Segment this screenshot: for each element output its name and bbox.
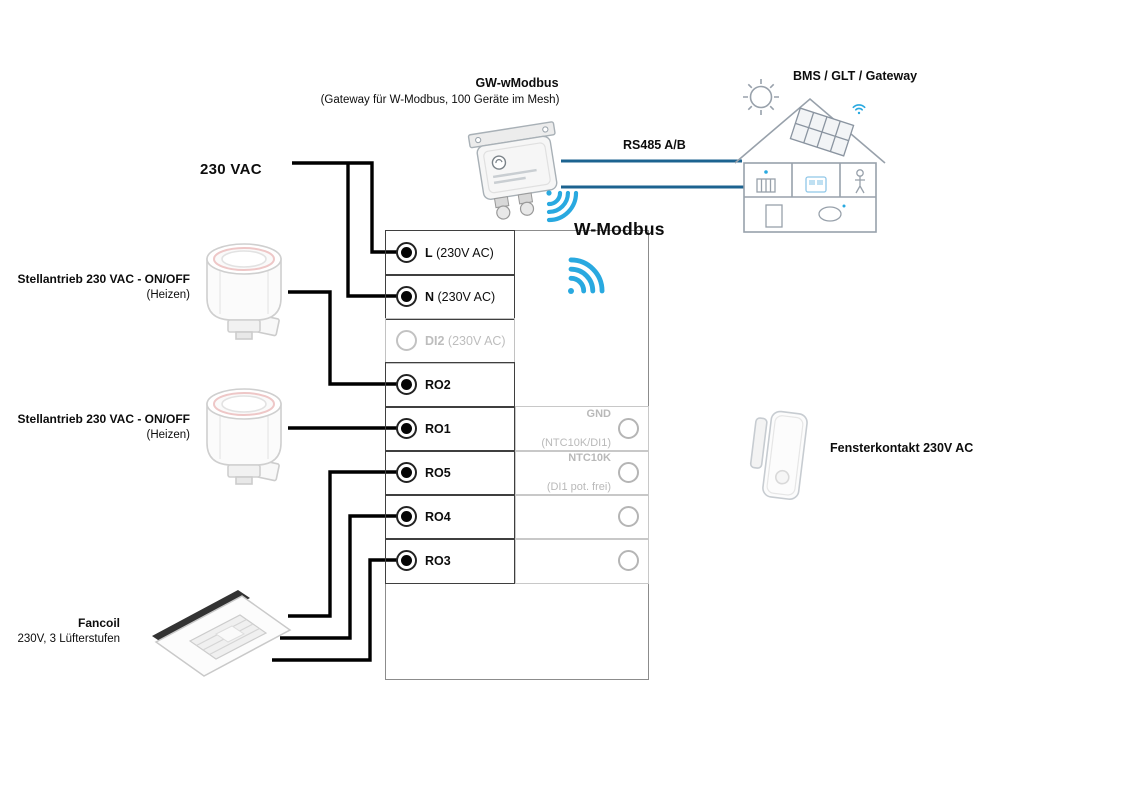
terminal-row-RO3: RO3 bbox=[385, 538, 515, 584]
label-bms-glt-gateway: BMS / GLT / Gateway bbox=[793, 69, 918, 83]
room-furniture-icon bbox=[765, 204, 846, 228]
label-rs485: RS485 A/B bbox=[623, 138, 686, 152]
terminal-connector-RO2 bbox=[396, 374, 417, 396]
wire-fancoil-RO4 bbox=[280, 514, 397, 640]
sun-icon bbox=[743, 79, 779, 115]
label-fancoil-line2: 230V, 3 Lüfterstufen bbox=[17, 633, 120, 645]
bms-building-illustration bbox=[734, 79, 886, 233]
terminal-label-NTC10K: NTC10K (DI1 pot. frei) bbox=[546, 452, 611, 493]
wire-fancoil-RO3 bbox=[272, 558, 397, 662]
wifi-icon-roof bbox=[852, 104, 866, 115]
terminal-connector-GND bbox=[618, 418, 639, 440]
terminal-label-N: N (230V AC) bbox=[425, 289, 496, 304]
terminal-connector-RO4 bbox=[396, 506, 417, 528]
label-fensterkontakt: Fensterkontakt 230V AC bbox=[830, 441, 974, 455]
terminal-cell-GND: GND (NTC10K/DI1) bbox=[515, 406, 649, 452]
label-actuator2: Stellantrieb 230 VAC - ON/OFF (Heizen) bbox=[10, 412, 190, 442]
terminal-row-DI2: DI2 (230V AC) bbox=[385, 318, 515, 364]
terminal-row-RO4: RO4 bbox=[385, 494, 515, 540]
radiator-icon bbox=[756, 170, 776, 193]
gateway-device-illustration bbox=[467, 121, 558, 220]
wire-fancoil-RO5 bbox=[288, 470, 397, 618]
label-actuator1-line2: (Heizen) bbox=[146, 289, 190, 301]
terminal-connector-NTC10K bbox=[618, 462, 639, 484]
terminal-row-RO5: RO5 bbox=[385, 450, 515, 496]
label-actuator1: Stellantrieb 230 VAC - ON/OFF (Heizen) bbox=[10, 272, 190, 302]
terminal-label-RO4: RO4 bbox=[425, 509, 451, 524]
wire-actuator1-RO2 bbox=[288, 290, 397, 386]
terminal-label-RO3: RO3 bbox=[425, 553, 451, 568]
wires bbox=[272, 161, 397, 662]
terminal-label-RO2: RO2 bbox=[425, 377, 451, 392]
person-icon bbox=[855, 169, 865, 194]
rs485-bus-lines bbox=[561, 159, 744, 189]
terminal-connector-RO5 bbox=[396, 462, 417, 484]
label-actuator2-line1: Stellantrieb 230 VAC - ON/OFF bbox=[17, 412, 190, 426]
label-fancoil: Fancoil 230V, 3 Lüfterstufen bbox=[0, 616, 120, 646]
terminal-label-DI2: DI2 (230V AC) bbox=[425, 333, 506, 348]
terminal-connector-spare2 bbox=[618, 550, 639, 572]
label-actuator1-line1: Stellantrieb 230 VAC - ON/OFF bbox=[17, 272, 190, 286]
terminal-row-RO2: RO2 bbox=[385, 362, 515, 408]
solar-panel-icon bbox=[789, 107, 855, 157]
label-230vac: 230 VAC bbox=[200, 161, 262, 178]
terminal-connector-spare1 bbox=[618, 506, 639, 528]
label-actuator2-line2: (Heizen) bbox=[146, 429, 190, 441]
label-wmodbus: W-Modbus bbox=[574, 219, 665, 239]
window-contact-illustration bbox=[749, 410, 808, 501]
terminal-connector-L bbox=[396, 242, 417, 264]
terminal-cell-spare2 bbox=[515, 538, 649, 584]
actuator2-illustration bbox=[206, 388, 282, 485]
label-gateway-title: GW-wModbus bbox=[475, 76, 559, 90]
terminal-row-L: L (230V AC) bbox=[385, 230, 515, 276]
terminal-label-L: L (230V AC) bbox=[425, 245, 494, 260]
terminal-cell-NTC10K: NTC10K (DI1 pot. frei) bbox=[515, 450, 649, 496]
thermostat-icon bbox=[805, 176, 827, 193]
terminal-connector-RO1 bbox=[396, 418, 417, 440]
terminal-label-spare2 bbox=[593, 525, 611, 596]
terminal-connector-N bbox=[396, 286, 417, 308]
terminal-row-N: N (230V AC) bbox=[385, 274, 515, 320]
terminal-connector-DI2 bbox=[396, 330, 417, 352]
actuator1-illustration bbox=[206, 243, 282, 340]
fancoil-illustration bbox=[152, 590, 292, 677]
terminal-label-RO1: RO1 bbox=[425, 421, 451, 436]
terminal-row-RO1: RO1 bbox=[385, 406, 515, 452]
label-fancoil-line1: Fancoil bbox=[77, 616, 120, 630]
terminal-label-RO5: RO5 bbox=[425, 465, 451, 480]
label-gateway-subtitle: (Gateway für W-Modbus, 100 Geräte im Mes… bbox=[320, 94, 560, 106]
terminal-cell-spare1 bbox=[515, 494, 649, 540]
wire-supply-L bbox=[292, 161, 397, 254]
terminal-label-GND: GND (NTC10K/DI1) bbox=[541, 408, 611, 449]
terminal-connector-RO3 bbox=[396, 550, 417, 572]
